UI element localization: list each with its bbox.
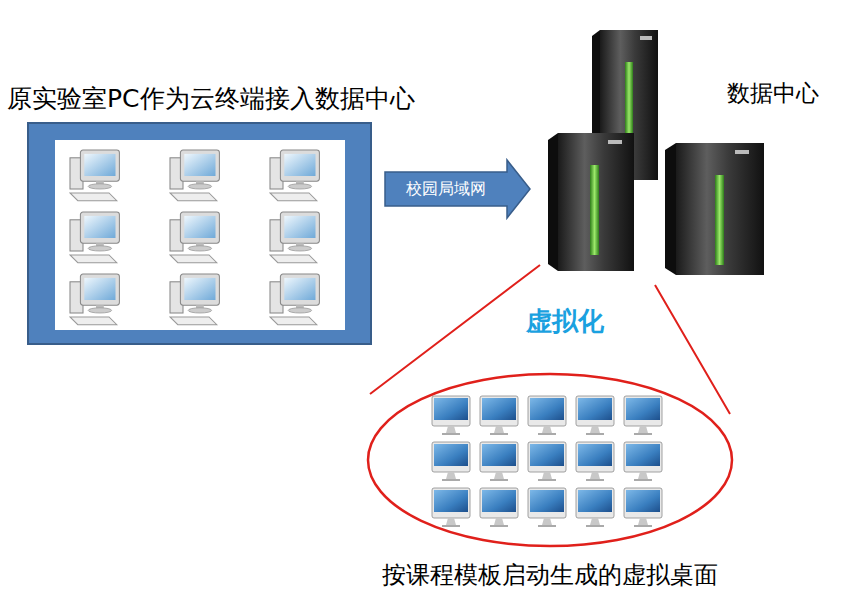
pc-icon <box>270 150 319 201</box>
pc-icon <box>270 212 319 263</box>
desktop-pool-ellipse <box>368 374 732 546</box>
pc-icon <box>70 150 119 201</box>
monitor-icon <box>480 442 518 481</box>
monitor-icon <box>576 442 614 481</box>
pc-icon <box>70 274 119 325</box>
server-tower <box>548 133 634 271</box>
pc-icon <box>170 274 219 325</box>
monitor-icon <box>480 396 518 435</box>
monitor-icon <box>624 396 662 435</box>
monitor-icon <box>576 488 614 527</box>
monitor-icon <box>432 488 470 527</box>
pc-icon <box>170 212 219 263</box>
monitor-icon <box>624 488 662 527</box>
lab-box: 原实验室PC作为云终端接入数据中心 <box>27 122 372 345</box>
lab-heading: 原实验室PC作为云终端接入数据中心 <box>7 84 415 114</box>
monitor-icon <box>480 488 518 527</box>
network-label: 校园局域网 <box>406 179 486 198</box>
monitor-icon <box>432 396 470 435</box>
pc-icon <box>70 212 119 263</box>
virtualization-label: 虚拟化 <box>526 306 604 337</box>
monitor-icon <box>432 442 470 481</box>
monitor-icon <box>624 442 662 481</box>
virtual-desktop-caption: 按课程模板启动生成的虚拟桌面 <box>382 561 718 590</box>
pc-icon <box>170 150 219 201</box>
data-center-label: 数据中心 <box>727 80 819 108</box>
block-arrow <box>385 160 530 218</box>
monitor-icon <box>576 396 614 435</box>
virtual-desktop-pool: 按课程模板启动生成的虚拟桌面 <box>368 374 732 546</box>
monitor-icon <box>528 442 566 481</box>
monitor-icon <box>528 396 566 435</box>
lab-panel <box>55 140 345 330</box>
data-center: 数据中心 <box>545 28 830 285</box>
lab-ground <box>27 122 372 345</box>
zoom-lines <box>370 265 730 414</box>
pc-icon <box>270 274 319 325</box>
server-tower <box>665 143 764 275</box>
monitor-icon <box>528 488 566 527</box>
